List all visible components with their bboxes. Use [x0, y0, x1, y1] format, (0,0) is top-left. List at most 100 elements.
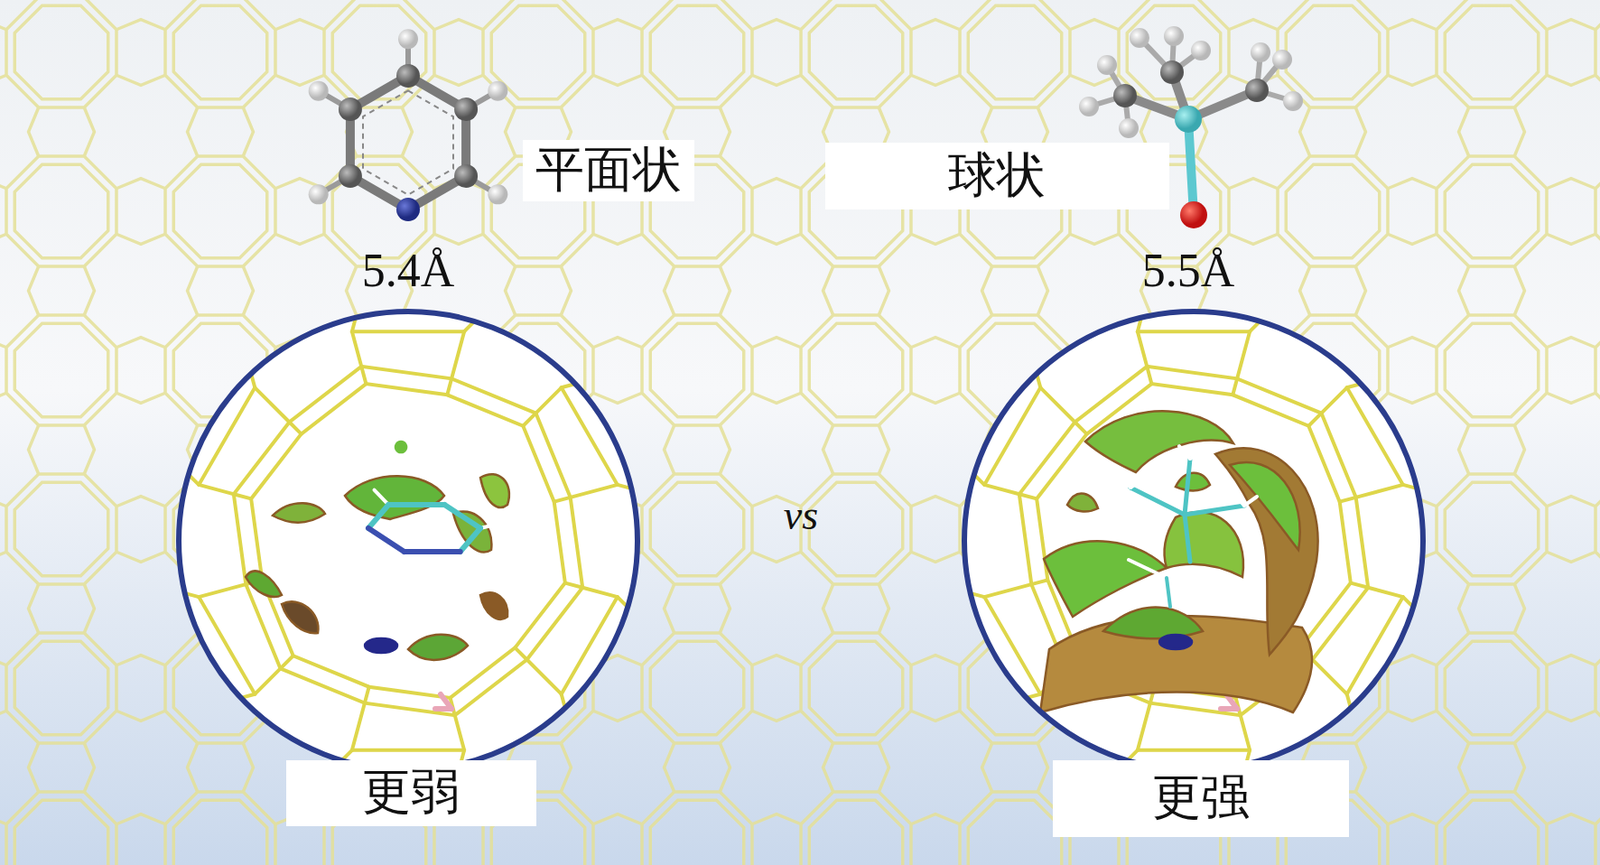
bond-stick: [352, 748, 465, 753]
bond-stick: [404, 548, 461, 555]
bond-stick: [451, 331, 465, 379]
bond-stick: [514, 647, 527, 660]
bond-stick: [198, 484, 234, 494]
bond-stick: [368, 528, 405, 552]
interaction-isosurface: [1164, 511, 1244, 577]
view-circle-border: [178, 311, 638, 771]
bond-stick: [373, 490, 389, 505]
interaction-isosurface: [272, 502, 326, 522]
bond-stick: [198, 584, 246, 597]
hydrogen-atom: [1190, 40, 1211, 61]
bond-stick: [1130, 487, 1185, 515]
bond-stick: [527, 660, 562, 695]
bond-stick: [1184, 458, 1191, 515]
bond-stick: [352, 703, 365, 751]
cage-ring: [1019, 366, 1368, 716]
bond-stick: [1074, 421, 1087, 434]
carbon-atom: [1245, 78, 1269, 103]
bond-stick: [1233, 493, 1245, 506]
view-circle-fill: [964, 311, 1424, 771]
cage-ring: [251, 383, 566, 698]
aromatic-ring: [362, 90, 454, 195]
box-label: 平面状: [535, 143, 682, 197]
bond-stick: [1367, 587, 1404, 597]
interaction-isosurface: [453, 511, 492, 552]
interaction-isosurface: [480, 592, 508, 619]
bond-stick: [617, 484, 658, 495]
bond-stick: [522, 413, 536, 427]
hydrogen-atom: [1118, 118, 1139, 139]
dimension-label: 5.4Å: [362, 244, 456, 297]
bond-stick: [1188, 119, 1194, 215]
bond-stick: [368, 504, 389, 529]
interaction-isosurface: [245, 570, 282, 597]
bond-stick: [1137, 329, 1250, 334]
view-circle-fill: [178, 311, 638, 771]
bond-stick: [945, 586, 986, 597]
interaction-spot: [364, 638, 398, 653]
bond-stick: [352, 329, 465, 334]
hydrogen-atom: [487, 81, 508, 102]
hydrogen-atom: [308, 81, 329, 102]
bond-stick: [535, 387, 561, 413]
box-label: 更弱: [362, 765, 460, 819]
comparison-label: vs: [783, 493, 819, 540]
hydrogen-atom: [1272, 49, 1293, 70]
hydrogen-atom: [1163, 26, 1184, 47]
bond-stick: [1166, 577, 1171, 607]
bond-stick: [554, 497, 571, 503]
carbon-atom: [454, 97, 478, 121]
interaction-isosurface: [480, 474, 510, 508]
bond-stick: [352, 292, 363, 333]
bond-stick: [1240, 715, 1250, 751]
phosphorus-atom: [1174, 105, 1202, 133]
bond-stick: [345, 522, 369, 529]
bond-stick: [1220, 706, 1238, 712]
bond-stick: [1184, 514, 1191, 562]
bond-stick: [455, 715, 465, 751]
bond-stick: [364, 687, 370, 704]
dimension-label: 5.5Å: [1142, 244, 1236, 297]
bond-stick: [388, 502, 445, 508]
bond-stick: [1137, 331, 1147, 367]
bond-stick: [254, 668, 280, 694]
bond-stick: [1232, 378, 1238, 395]
bond-stick: [361, 366, 366, 384]
bond-stick: [1356, 484, 1404, 498]
interaction-isosurface: [1175, 473, 1210, 492]
label-box: 更弱: [286, 760, 537, 827]
bond-stick: [254, 387, 289, 422]
bond-stick: [444, 504, 481, 529]
hydrogen-atom: [398, 28, 419, 49]
bond-stick: [233, 493, 252, 499]
label-box: 平面状: [522, 139, 695, 201]
interaction-isosurface: [1067, 493, 1098, 512]
view-circle-border: [964, 311, 1424, 771]
bond-stick: [480, 522, 503, 529]
interaction-isosurface: [281, 601, 318, 633]
carbon-atom: [454, 164, 478, 188]
bond-stick: [1031, 579, 1048, 585]
bond-stick: [1339, 497, 1357, 503]
bond-stick: [1244, 496, 1257, 506]
bond-stick: [1350, 583, 1368, 588]
bond-stick: [1137, 703, 1151, 751]
bond-stick: [280, 655, 294, 669]
carbon-atom: [338, 97, 363, 121]
hydrogen-atom: [487, 184, 508, 205]
oxygen-atom: [1180, 201, 1208, 229]
carbon-atom: [396, 64, 420, 88]
bond-stick: [446, 378, 452, 395]
bond-stick: [1312, 660, 1348, 695]
label-box: 更强: [1052, 760, 1349, 838]
interaction-isosurface: [1085, 410, 1234, 473]
interaction-isosurface: [395, 441, 407, 453]
box-label: 球状: [948, 148, 1046, 203]
interaction-isosurface: [344, 475, 445, 520]
bond-stick: [1320, 387, 1347, 413]
bond-stick: [984, 584, 1032, 597]
hydrogen-atom: [1097, 55, 1117, 75]
